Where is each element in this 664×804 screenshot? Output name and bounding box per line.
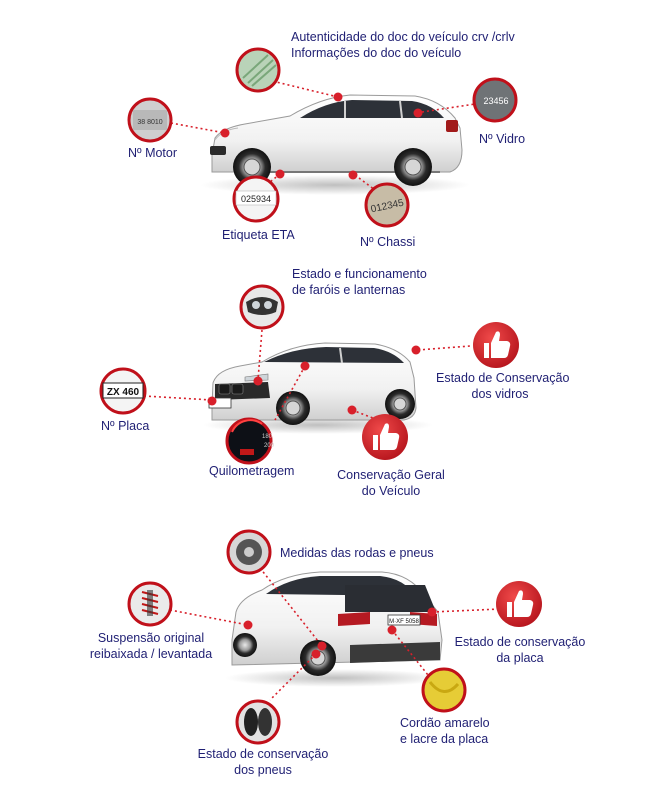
svg-text:M·XF 5058: M·XF 5058 [389,619,419,625]
vidros-label: Estado de Conservação dos vidros [436,370,570,402]
motor-label: Nº Motor [128,146,178,160]
vidro-magnifier-icon: 23456 [472,77,518,123]
placa-estado-label: Estado de conservação da placa [453,634,587,666]
suspensao-label-line1: Suspensão original [97,631,205,645]
plate-magnifier-icon: ZX 460 [99,367,147,415]
vidro-label: Nº Vidro [479,132,526,146]
farois-label: Estado e funcionamento de faróis e lante… [292,266,427,298]
section1-car [200,94,470,195]
motor-magnifier-icon: 38 8010 [127,97,173,143]
conservacao-label-line2: do Veículo [361,484,421,498]
suspensao-label-line2: reibaixada / levantada [89,647,213,661]
placa-plate-text: ZX 460 [107,387,140,398]
section3-car: M·XF 5058 [225,571,445,687]
conservacao-label-line1: Conservação Geral [337,468,445,482]
quilometragem-label: Quilometragem [209,464,295,478]
cordao-label: Cordão amarelo e lacre da placa [400,715,490,747]
thumbs-up-icon [473,322,519,368]
doc-label-line2: Informações do doc do veículo [291,46,462,60]
chassi-label: Nº Chassi [360,235,416,249]
cordao-label-line2: e lacre da placa [400,732,489,746]
document-magnifier-icon [235,47,281,93]
conservacao-label: Conservação Geral do Veículo [334,467,448,499]
vidros-label-line2: dos vidros [471,387,529,401]
thumbs-up-icon [496,581,542,627]
seal-magnifier-icon [421,667,467,713]
suspension-magnifier-icon [127,581,173,627]
placa-estado-label-line1: Estado de conservação [454,635,586,649]
thumbs-up-icon [362,414,408,460]
vidros-label-line1: Estado de Conservação [436,371,570,385]
section1-red-dots [220,92,423,180]
headlight-magnifier-icon [239,284,285,330]
etiqueta-label: Etiqueta ETA [222,228,295,242]
pneus-label-line1: Estado de conservação [197,747,329,761]
suspensao-label: Suspensão original reibaixada / levantad… [82,630,220,662]
placa-estado-label-line2: da placa [496,651,544,665]
pneus-label-line2: dos pneus [234,763,292,777]
rodas-label: Medidas das rodas e pneus [280,546,434,560]
chassi-magnifier-icon: 012345 [364,182,410,228]
eta-plate-text: 025934 [241,194,271,204]
svg-text:200: 200 [264,443,275,449]
eta-magnifier-icon: 025934 [232,175,280,223]
placa-label: Nº Placa [101,419,150,433]
wheel-magnifier-icon [226,529,272,575]
tire-magnifier-icon [235,699,281,745]
farois-label-line1: Estado e funcionamento [292,267,427,281]
farois-label-line2: de faróis e lanternas [292,283,406,297]
pneus-label: Estado de conservação dos pneus [196,746,330,778]
doc-label: Autenticidade do doc do veículo crv /crl… [291,29,515,61]
section2-red-dots [207,345,421,415]
cordao-label-line1: Cordão amarelo [400,716,490,730]
section3-leader-lines [169,567,501,701]
motor-plate-text: 38 8010 [137,119,162,126]
vidro-plate-text: 23456 [483,96,508,106]
doc-label-line1: Autenticidade do doc do veículo crv /crl… [291,30,515,44]
svg-text:180: 180 [262,434,273,440]
section3-red-dots [243,607,437,659]
odometer-magnifier-icon: 180 200 [225,417,275,465]
